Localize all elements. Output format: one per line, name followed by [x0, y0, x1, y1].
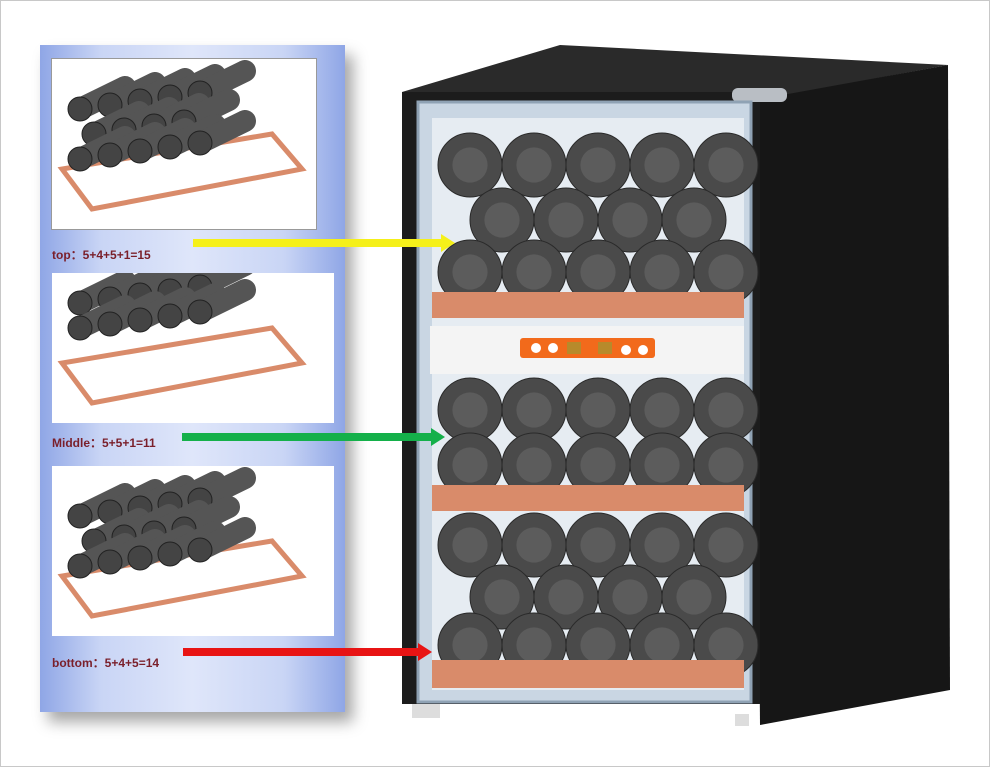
top-arrowhead	[441, 234, 455, 252]
bottle-punt	[516, 392, 552, 428]
bottle	[97, 142, 123, 168]
middle-layer-label: Middle：5+5+1=11	[52, 436, 156, 450]
bottle-punt	[644, 627, 680, 663]
bottle-punt	[708, 392, 744, 428]
bottle	[67, 290, 93, 316]
bottom-layer-label: bottom：5+4+5=14	[52, 656, 160, 670]
bottom-shelf	[432, 660, 744, 688]
bottle-punt	[644, 254, 680, 290]
bottle-punt	[452, 392, 488, 428]
cabinet-foot	[412, 704, 440, 718]
bottle-punt	[580, 447, 616, 483]
bottle-punt	[580, 254, 616, 290]
bottle-punt	[452, 147, 488, 183]
layer-panel: top：5+4+5+1=15 Middle：5+5+1=11 bottom：5+…	[40, 45, 345, 712]
bottle-punt	[644, 527, 680, 563]
control-button[interactable]	[638, 345, 648, 355]
control-display[interactable]	[520, 338, 655, 358]
bottle	[127, 545, 153, 571]
temperature-digits	[567, 342, 581, 354]
top-layer-illustration	[57, 60, 307, 212]
bottle-punt	[580, 527, 616, 563]
bottle-punt	[516, 447, 552, 483]
bottle-punt	[708, 527, 744, 563]
bottle	[67, 315, 93, 341]
top-layer-label: top：5+4+5+1=15	[52, 248, 151, 262]
bottle-punt	[644, 147, 680, 183]
bottle	[67, 96, 93, 122]
control-button[interactable]	[548, 343, 558, 353]
bottle-punt	[452, 527, 488, 563]
bottle	[67, 146, 93, 172]
bottle-punt	[612, 579, 648, 615]
bottle-punt	[676, 202, 712, 238]
control-button[interactable]	[621, 345, 631, 355]
middle-arrow	[182, 433, 433, 441]
bottle-punt	[580, 147, 616, 183]
temperature-digits	[598, 342, 612, 354]
bottle-punt	[708, 627, 744, 663]
bottle-punt	[484, 202, 520, 238]
bottle	[97, 311, 123, 337]
cabinet-side	[755, 65, 950, 725]
bottle-punt	[580, 392, 616, 428]
bottle	[157, 303, 183, 329]
top-arrow	[193, 239, 443, 247]
bottle-punt	[548, 579, 584, 615]
bottle-punt	[708, 447, 744, 483]
cabinet-foot	[735, 714, 749, 726]
bottle-punt	[452, 447, 488, 483]
middle-layer-thumbnail	[52, 273, 334, 423]
bottom-arrowhead	[418, 643, 432, 661]
bottle-punt	[548, 202, 584, 238]
bottle	[157, 134, 183, 160]
bottle	[187, 537, 213, 563]
bottle	[157, 541, 183, 567]
bottle-punt	[612, 202, 648, 238]
tray	[57, 325, 307, 406]
bottle-punt	[644, 447, 680, 483]
bottle-punt	[516, 254, 552, 290]
bottle-punt	[516, 627, 552, 663]
top-layer-thumbnail[interactable]	[51, 58, 317, 230]
bottle-punt	[708, 254, 744, 290]
middle-arrowhead	[431, 428, 445, 446]
bottle-punt	[580, 627, 616, 663]
cabinet-top	[402, 45, 948, 100]
middle-layer-illustration	[57, 273, 307, 406]
top-shelf	[432, 292, 744, 318]
bottle	[97, 549, 123, 575]
bottle	[127, 138, 153, 164]
bottle-punt	[452, 627, 488, 663]
bottle-punt	[676, 579, 712, 615]
control-button[interactable]	[531, 343, 541, 353]
bottle	[67, 503, 93, 529]
bottle	[187, 299, 213, 325]
bottle-punt	[708, 147, 744, 183]
door-handle	[732, 88, 787, 102]
middle-shelf	[432, 485, 744, 511]
bottle-punt	[516, 527, 552, 563]
bottom-layer-illustration	[57, 467, 307, 619]
bottle	[127, 307, 153, 333]
bottle	[67, 553, 93, 579]
bottle-punt	[644, 392, 680, 428]
bottle-punt	[516, 147, 552, 183]
bottle	[187, 130, 213, 156]
bottle-punt	[452, 254, 488, 290]
bottom-arrow	[183, 648, 420, 656]
bottom-layer-thumbnail	[52, 466, 334, 636]
bottle-punt	[484, 579, 520, 615]
